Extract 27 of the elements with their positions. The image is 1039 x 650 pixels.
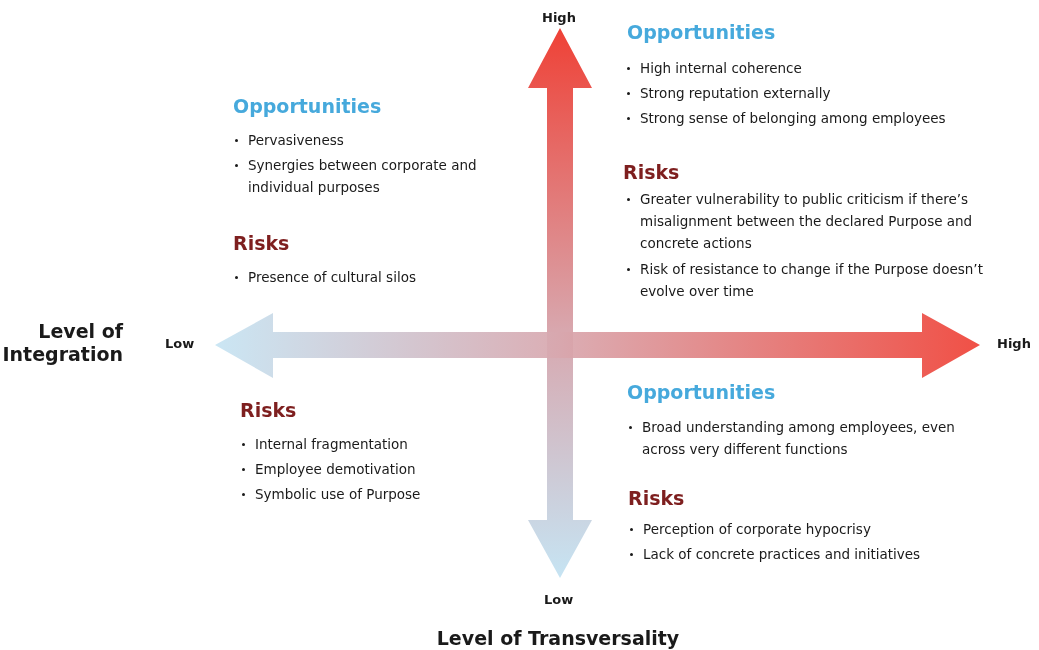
axis-label: High: [542, 10, 576, 25]
axis-label: High: [997, 336, 1031, 351]
bullet-item: Perception of corporate hypocrisy: [643, 520, 872, 539]
section-heading: Risks: [233, 232, 290, 254]
bullet-item: Broad understanding among employees, even across very different functions: [642, 418, 956, 459]
axis-label: Low: [544, 592, 574, 607]
section-heading: Opportunities: [627, 21, 776, 43]
axis-title: Level of Integration: [1, 320, 123, 366]
section-heading: Risks: [623, 161, 680, 183]
section-heading: Risks: [240, 399, 297, 421]
axis-title: Level of Transversality: [435, 627, 681, 650]
section-heading: Opportunities: [627, 381, 776, 403]
bullet-item: Synergies between corporate and individual purposes: [248, 156, 478, 197]
bullet-item: Risk of resistance to change if the Purpose doesn’t evolve over time: [640, 260, 984, 301]
bullet-item: Lack of concrete practices and initiatives: [643, 545, 922, 564]
bullet-item: Presence of cultural silos: [248, 268, 417, 287]
bullet-item: Greater vulnerability to public criticism if there’s misalignment between the declared Purpose and concrete actions: [640, 190, 974, 253]
bullet-item: Strong sense of belonging among employees: [640, 109, 947, 128]
axis-label: Low: [165, 336, 195, 351]
bullet-item: Symbolic use of Purpose: [255, 485, 422, 504]
bullet-item: Employee demotivation: [255, 460, 417, 479]
bullet-item: High internal coherence: [640, 59, 803, 78]
bullet-item: Internal fragmentation: [255, 435, 409, 454]
bullet-item: Pervasiveness: [248, 131, 345, 150]
section-heading: Opportunities: [233, 95, 382, 117]
bullet-item: Strong reputation externally: [640, 84, 832, 103]
section-heading: Risks: [628, 487, 685, 509]
